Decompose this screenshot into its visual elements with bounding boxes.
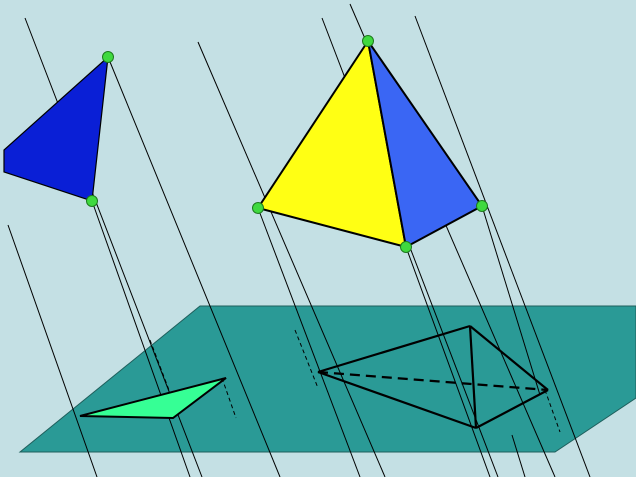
- projection-line-2: [7, 224, 98, 477]
- hidden-segment-3: [294, 329, 319, 389]
- pyramid-projection-edge-5: [468, 325, 478, 429]
- vertex-points: [86, 35, 488, 253]
- hidden-segment-1: [149, 339, 173, 399]
- pyramid-projection-edge-4: [317, 370, 477, 430]
- vertex-point-5: [400, 241, 412, 253]
- projection-line-9: [405, 246, 491, 477]
- pyramid-projection-hidden-edge: [317, 370, 549, 392]
- projection-line-5: [197, 41, 386, 477]
- projection-line-12: [511, 434, 526, 477]
- vertex-point-1: [102, 51, 114, 63]
- hidden-line-segments: [149, 329, 561, 433]
- projection-line-6: [257, 207, 361, 477]
- left-blue-triangle: [3, 55, 109, 202]
- vertex-point-4: [252, 202, 264, 214]
- projection-line-10: [414, 15, 591, 477]
- hidden-segment-2: [221, 377, 237, 419]
- pyramid-projection: [317, 324, 549, 430]
- hidden-segment-4: [544, 389, 561, 433]
- pyramid-projection-edge-1: [317, 324, 471, 374]
- pyramid-projection-edge-3: [475, 389, 549, 429]
- projection-line-11: [481, 205, 541, 396]
- projection-line-3: [107, 56, 281, 477]
- vertex-point-2: [86, 195, 98, 207]
- vertex-point-6: [476, 200, 488, 212]
- pyramid-projection-edge-2: [469, 325, 549, 391]
- triangle-projection: [79, 377, 227, 420]
- projection-line-4: [91, 200, 191, 477]
- pyramid-side-face: [367, 40, 484, 249]
- vertex-point-3: [362, 35, 374, 47]
